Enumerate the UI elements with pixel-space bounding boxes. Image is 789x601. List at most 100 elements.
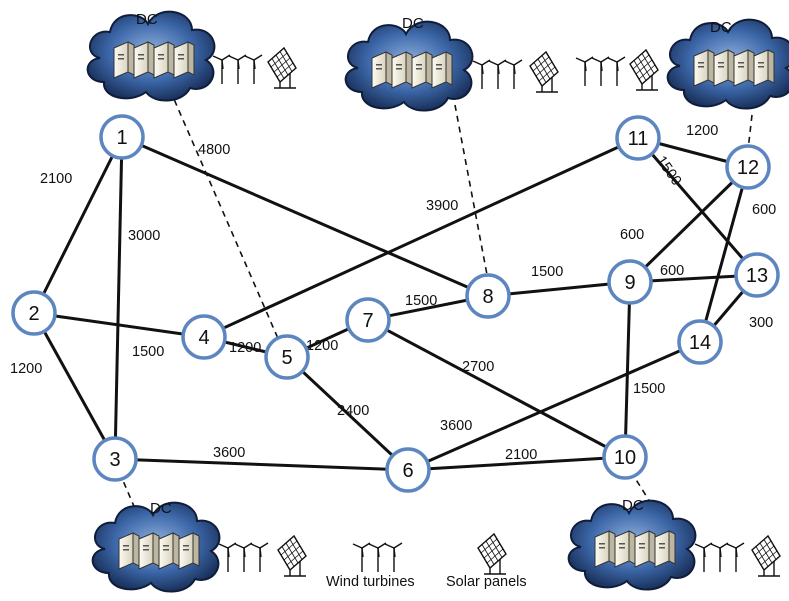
link-weight-1-2: 2100	[40, 171, 72, 187]
link-8-9	[487, 280, 631, 298]
link-9-10	[623, 281, 632, 458]
datacenter-label: DC	[150, 500, 172, 517]
link-1-2	[32, 136, 124, 314]
link-1-8	[121, 135, 489, 298]
link-weight-12-14: 600	[752, 202, 776, 218]
wind-turbines-icon	[473, 60, 522, 89]
node-label: 14	[689, 332, 711, 354]
solar-panel-icon	[277, 535, 307, 577]
node-circle	[385, 447, 431, 493]
dc-connector-top-middle	[454, 104, 489, 281]
node-circle	[264, 334, 310, 380]
datacenter-cloud-icon	[567, 499, 697, 591]
link-weight-6-10: 2100	[505, 447, 537, 463]
node-circle	[615, 115, 661, 161]
link-weight-9-10: 1500	[633, 381, 665, 397]
legend-solar-label: Solar panels	[446, 574, 527, 590]
datacenter-label: DC	[402, 15, 424, 32]
legend-solar-panel-icon	[477, 533, 507, 575]
link-weight-7-10: 2700	[462, 359, 494, 375]
dc-connector-top-left	[169, 89, 284, 351]
node-circle	[607, 259, 653, 305]
node-4: 4	[181, 314, 227, 360]
wind-turbines-icon	[213, 55, 262, 84]
link-weight-8-9: 1500	[531, 264, 563, 280]
node-circle	[11, 290, 57, 336]
link-weight-2-4: 1500	[132, 344, 164, 360]
link-weight-11-13: 1500	[653, 153, 685, 189]
node-1: 1	[99, 114, 145, 160]
node-circle	[92, 436, 138, 482]
node-13: 13	[734, 252, 780, 298]
link-weight-9-12: 600	[620, 227, 644, 243]
solar-panel-icon	[629, 49, 659, 91]
link-weight-5-6: 2400	[337, 403, 369, 419]
datacenter-label: DC	[710, 19, 732, 36]
datacenter-top-middle: DC	[344, 15, 559, 112]
solar-panel-icon	[751, 535, 781, 577]
node-14: 14	[677, 319, 723, 365]
link-12-14	[698, 166, 750, 343]
link-1-3	[113, 136, 124, 460]
wind-turbines-icon	[695, 543, 744, 572]
link-weight-3-6: 3600	[213, 445, 245, 461]
link-5-6	[285, 355, 410, 472]
legend: Wind turbines Solar panels	[326, 533, 527, 590]
node-label: 5	[281, 347, 292, 369]
solar-panel-icon	[529, 51, 559, 93]
node-label: 2	[28, 303, 39, 325]
datacenter-bottom-left: DC	[91, 500, 307, 593]
dc-connector-top-right	[747, 114, 753, 151]
node-7: 7	[345, 297, 391, 343]
link-weight-11-12: 1200	[686, 123, 718, 139]
link-weight-4-5: 1200	[229, 340, 261, 356]
link-weight-1-3: 3000	[128, 228, 160, 244]
node-6: 6	[385, 447, 431, 493]
link-11-13	[636, 137, 759, 276]
legend-wind-turbines-icon	[353, 543, 402, 572]
node-circle	[345, 297, 391, 343]
link-weight-4-11: 3900	[426, 198, 458, 214]
node-label: 12	[737, 157, 759, 179]
node-circle	[725, 144, 771, 190]
node-label: 10	[614, 447, 636, 469]
node-3: 3	[92, 436, 138, 482]
link-weight-group: 2100300048001500120036001200390012002400…	[10, 123, 776, 463]
link-weight-7-8: 1500	[405, 293, 437, 309]
node-circle	[602, 434, 648, 480]
node-label: 8	[482, 286, 493, 308]
link-group	[32, 135, 759, 472]
link-4-11	[203, 136, 639, 339]
node-circle	[677, 319, 723, 365]
datacenter-top-right: DC	[576, 18, 789, 110]
node-5: 5	[264, 334, 310, 380]
link-2-3	[32, 312, 117, 460]
node-10: 10	[602, 434, 648, 480]
node-label: 1	[116, 127, 127, 149]
node-label: 11	[628, 128, 649, 150]
link-weight-6-14: 3600	[440, 418, 472, 434]
datacenter-bottom-right: DC	[567, 497, 781, 591]
node-circle	[181, 314, 227, 360]
node-12: 12	[725, 144, 771, 190]
node-label: 6	[402, 460, 413, 482]
link-weight-1-8: 4800	[198, 142, 230, 158]
datacenter-label: DC	[622, 497, 644, 514]
node-circle	[99, 114, 145, 160]
wind-turbines-icon	[219, 543, 268, 572]
node-2: 2	[11, 290, 57, 336]
solar-panel-icon	[267, 47, 297, 89]
legend-wind-label: Wind turbines	[326, 574, 415, 590]
node-label: 4	[198, 327, 209, 349]
link-7-10	[367, 318, 626, 459]
node-label: 7	[362, 310, 373, 332]
node-circle	[734, 252, 780, 298]
link-3-6	[114, 457, 409, 472]
link-weight-5-7: 1200	[306, 338, 338, 354]
link-9-12	[628, 165, 750, 284]
datacenter-label: DC	[136, 11, 158, 28]
wind-turbines-icon	[576, 57, 625, 86]
node-9: 9	[607, 259, 653, 305]
node-circle	[465, 273, 511, 319]
